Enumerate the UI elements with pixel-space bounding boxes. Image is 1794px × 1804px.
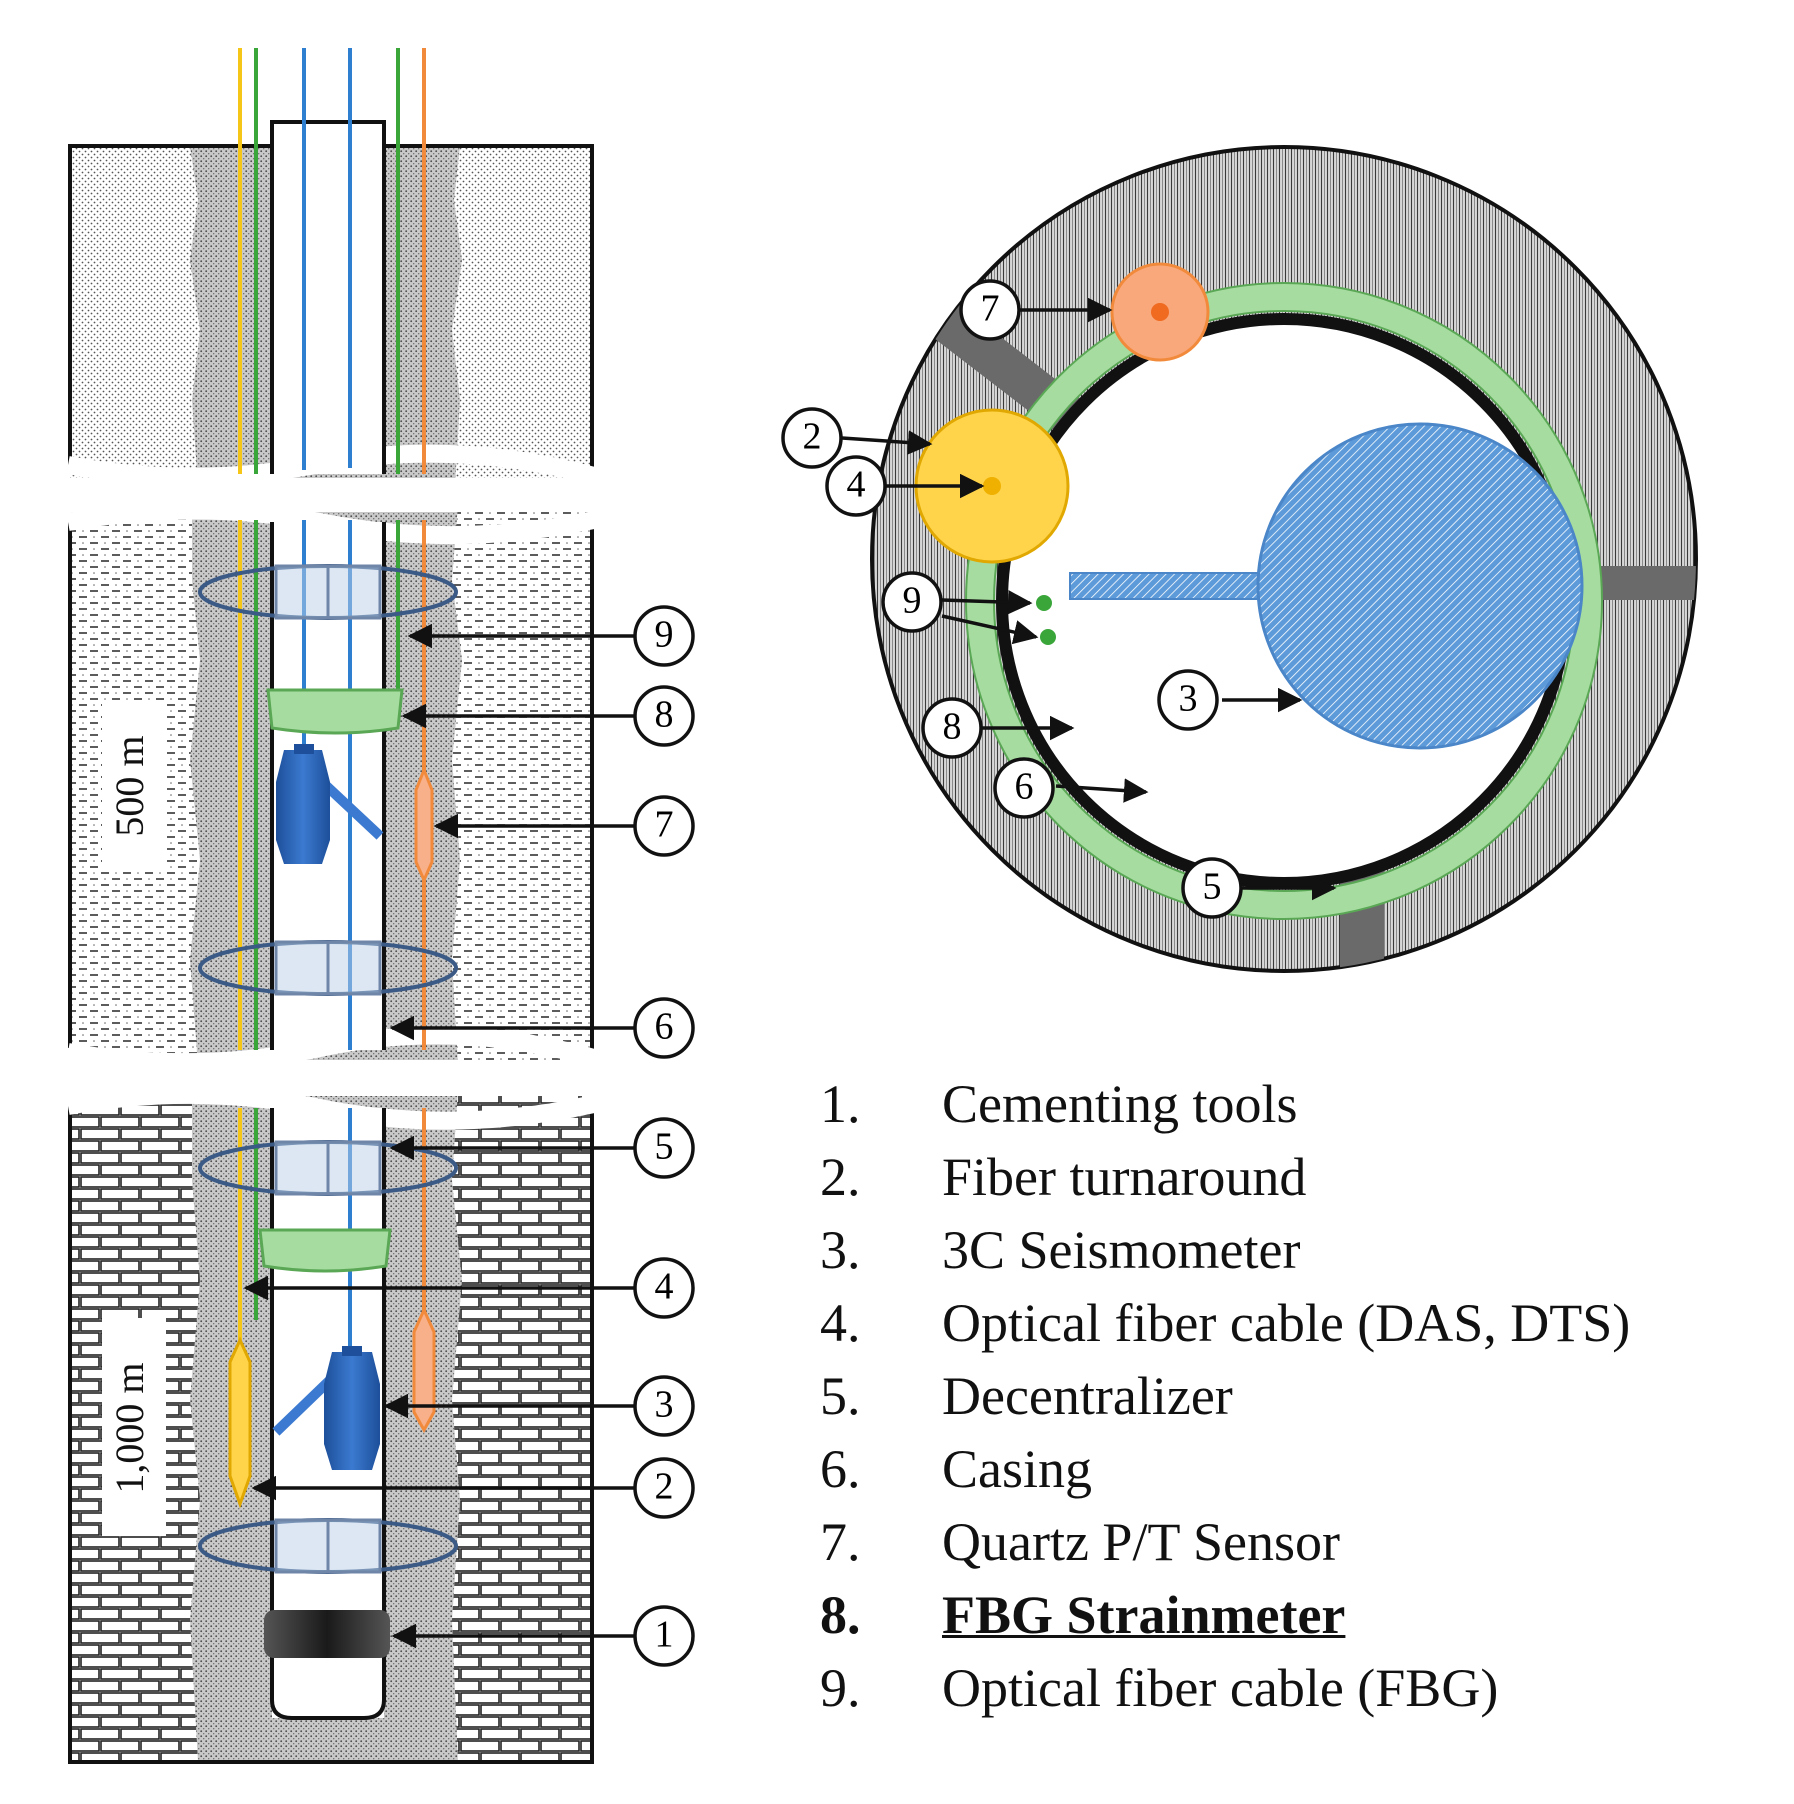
legend-item-6: 6. Casing	[820, 1433, 1780, 1506]
svg-text:4: 4	[655, 1266, 674, 1308]
seismometer-body	[1256, 422, 1584, 750]
callout-3: 3	[633, 1375, 695, 1437]
xs-callout-3: 3	[1157, 669, 1219, 731]
xs-callout-2: 2	[781, 407, 843, 469]
legend-number: 1.	[820, 1074, 861, 1134]
legend-text: Casing	[942, 1439, 1093, 1499]
legend-text: Optical fiber cable (DAS, DTS)	[942, 1293, 1631, 1353]
depth-text-upper: 500 m	[107, 735, 152, 836]
svg-text:1: 1	[655, 1614, 674, 1656]
legend-text: 3C Seismometer	[942, 1220, 1301, 1280]
svg-text:8: 8	[655, 694, 674, 736]
svg-text:2: 2	[655, 1466, 674, 1508]
legend-text: Optical fiber cable (FBG)	[942, 1658, 1499, 1718]
svg-text:9: 9	[655, 614, 674, 656]
legend-text: FBG Strainmeter	[942, 1585, 1346, 1645]
pt-sensor-upper	[414, 765, 434, 884]
left-callouts: 9 8 7 6 5 4 3	[633, 605, 695, 1667]
callout-2: 2	[633, 1457, 695, 1519]
decentralizer-ring-lower	[198, 1140, 458, 1196]
svg-text:7: 7	[655, 804, 674, 846]
svg-text:5: 5	[1203, 866, 1222, 908]
depth-label-upper: 500 m	[102, 700, 166, 872]
legend-text: Fiber turnaround	[942, 1147, 1307, 1207]
legend-number: 5.	[820, 1366, 861, 1426]
svg-text:5: 5	[655, 1126, 674, 1168]
callout-7: 7	[633, 795, 695, 857]
depth-label-lower: 1,000 m	[102, 1318, 166, 1536]
legend-item-4: 4. Optical fiber cable (DAS, DTS)	[820, 1287, 1780, 1360]
callout-5: 5	[633, 1117, 695, 1179]
legend-item-2: 2. Fiber turnaround	[820, 1141, 1780, 1214]
legend-item-5: 5. Decentralizer	[820, 1360, 1780, 1433]
cross-section-callouts: 7 2 4 9 3 8 6	[781, 279, 1243, 919]
legend-text: Quartz P/T Sensor	[942, 1512, 1340, 1572]
left-callout-arrows	[243, 623, 634, 1649]
xs-callout-7: 7	[959, 279, 1021, 341]
fbg-fiber-dot-2	[1040, 629, 1056, 645]
xs-callout-6: 6	[993, 757, 1055, 819]
pt-sensor-lower	[412, 1306, 436, 1434]
decentralizer-ring-middle	[198, 940, 458, 996]
svg-text:2: 2	[803, 416, 822, 458]
svg-text:4: 4	[847, 464, 866, 506]
svg-text:6: 6	[655, 1006, 674, 1048]
svg-text:8: 8	[943, 706, 962, 748]
legend-text: Cementing tools	[942, 1074, 1298, 1134]
legend-item-7: 7. Quartz P/T Sensor	[820, 1506, 1780, 1579]
legend-number: 4.	[820, 1293, 861, 1353]
legend-number: 9.	[820, 1658, 861, 1718]
seismometer-lower	[272, 1346, 380, 1470]
cementing-tool	[264, 1610, 390, 1658]
casing-pipe	[270, 120, 386, 1720]
legend-item-8: 8. FBG Strainmeter	[820, 1579, 1780, 1652]
xs-callout-9: 9	[881, 571, 943, 633]
callout-9: 9	[633, 605, 695, 667]
callout-8: 8	[633, 685, 695, 747]
decentralizer-ring-bottom	[198, 1518, 458, 1574]
callout-6: 6	[633, 997, 695, 1059]
seismometer-arm	[1069, 572, 1271, 600]
legend-number: 8.	[820, 1585, 861, 1645]
cross-section-arrows	[841, 297, 1337, 901]
svg-text:7: 7	[981, 288, 1000, 330]
borehole-column: 500 m 1,000 m 9 8	[66, 48, 695, 1764]
legend: 1. Cementing tools 2. Fiber turnaround 3…	[820, 1068, 1780, 1725]
fbg-strainmeter-upper	[266, 688, 404, 735]
legend-item-3: 3. 3C Seismometer	[820, 1214, 1780, 1287]
depth-text-lower: 1,000 m	[107, 1362, 152, 1493]
svg-text:3: 3	[1179, 678, 1198, 720]
legend-number: 7.	[820, 1512, 861, 1572]
legend-number: 6.	[820, 1439, 861, 1499]
legend-number: 2.	[820, 1147, 861, 1207]
svg-text:9: 9	[903, 580, 922, 622]
callout-1: 1	[633, 1605, 695, 1667]
svg-text:3: 3	[655, 1384, 674, 1426]
fbg-fiber-dot-1	[1036, 595, 1052, 611]
fiber-turnaround	[228, 1336, 252, 1509]
legend-item-1: 1. Cementing tools	[820, 1068, 1780, 1141]
legend-item-9: 9. Optical fiber cable (FBG)	[820, 1652, 1780, 1725]
callout-4: 4	[633, 1257, 695, 1319]
xs-callout-8: 8	[921, 697, 983, 759]
decentralizer-ring-upper	[198, 564, 458, 620]
svg-text:6: 6	[1015, 766, 1034, 808]
seismometer-upper	[276, 744, 384, 864]
legend-number: 3.	[820, 1220, 861, 1280]
legend-text: Decentralizer	[942, 1366, 1233, 1426]
cross-section: 7 2 4 9 3 8 6	[781, 145, 1698, 973]
xs-callout-4: 4	[825, 455, 887, 517]
xs-callout-5: 5	[1181, 857, 1243, 919]
fbg-strainmeter-lower	[258, 1228, 392, 1273]
